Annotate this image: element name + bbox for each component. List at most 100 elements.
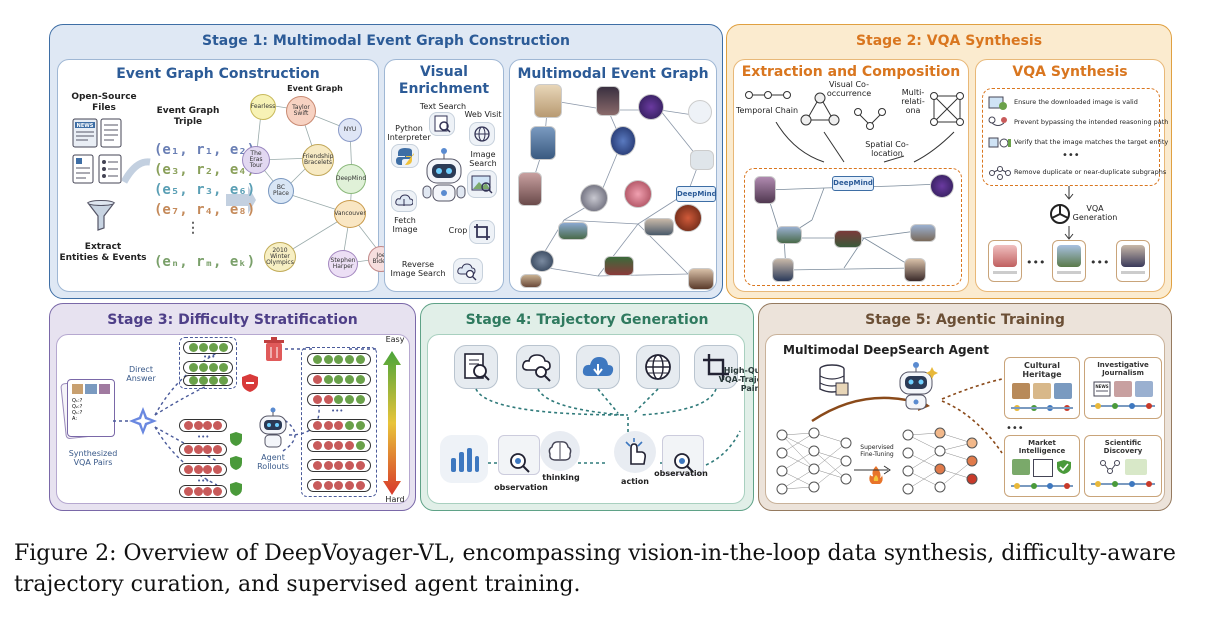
flow-arrow [226, 186, 256, 214]
python-label: Python Interpreter [387, 124, 431, 143]
mm-photo [690, 150, 714, 170]
web-visit-tool[interactable] [636, 345, 680, 389]
shield-icon [230, 482, 242, 496]
bar-chart-tile [440, 435, 488, 483]
rollout-pill [183, 375, 233, 386]
mm-photo [518, 172, 542, 206]
down-arrow [1064, 186, 1074, 200]
bar-chart-icon [451, 448, 479, 472]
check-row: Verify that the image matches the target… [988, 136, 1168, 150]
crop-icon [474, 224, 490, 240]
funnel-icon [86, 200, 116, 231]
open-source-label: Open-Source Files [71, 92, 137, 113]
graph-node: Taylor Swift [286, 96, 316, 126]
extract-label: Extract Entities & Events [59, 242, 147, 263]
mm-photo [604, 256, 634, 276]
action-label: action [621, 477, 649, 486]
card-line: Q₁:? [72, 398, 83, 404]
extraction-composition-box: Extraction and Composition Temporal Chai… [733, 59, 969, 292]
subgraph-photo [772, 258, 794, 282]
graph-node: Stephen Harper [328, 250, 358, 278]
checks-ellipsis: ••• [1062, 150, 1080, 161]
check-row: Remove duplicate or near-duplicate subgr… [988, 166, 1166, 180]
web-visit-label: Web Visit [464, 110, 502, 119]
reverse-image-search-tool[interactable] [516, 345, 560, 389]
sorted-pill [307, 419, 371, 432]
triple-2: (e₃, r₂, e₄) [154, 162, 256, 178]
stage3-panel: Stage 3: Difficulty Stratification Q₁:? … [49, 303, 416, 511]
mm-photo [638, 94, 664, 120]
text-search-tool[interactable] [429, 112, 455, 136]
graph-node: NYU [338, 118, 362, 142]
search-document-icon [434, 115, 451, 133]
triple-n: (eₙ, rₘ, eₖ) [154, 254, 256, 270]
robot-icon [422, 148, 466, 202]
vqa-synthesis-box: VQA Synthesis Ensure the downloaded imag… [975, 59, 1169, 292]
graph-node: Friendship Bracelets [302, 144, 334, 176]
composition-arrows [775, 122, 955, 163]
figure-caption: Figure 2: Overview of DeepVoyager-VL, en… [14, 541, 1176, 597]
fetch-image-tool[interactable] [576, 345, 620, 389]
triple-ellipsis: ⋮ [186, 220, 200, 236]
vqa-card [1052, 240, 1086, 282]
shield-icon [242, 374, 258, 392]
stage1-panel: Stage 1: Multimodal Event Graph Construc… [49, 24, 723, 299]
mm-photo [674, 204, 702, 232]
python-tool[interactable] [391, 144, 419, 168]
mm-photo [530, 126, 556, 160]
mm-photo [688, 268, 714, 290]
pill-ellipsis: ••• [203, 353, 216, 361]
multimodal-event-graph-box: Multimodal Event Graph DeepMind [509, 59, 717, 292]
mm-photo [534, 84, 562, 118]
check-text: Remove duplicate or near-duplicate subgr… [1014, 168, 1167, 176]
triple-label: Event Graph Triple [156, 106, 220, 127]
mm-graph-title: Multimodal Event Graph [517, 66, 709, 82]
card-line: Q₂:? [72, 404, 83, 410]
mm-photo [624, 180, 652, 208]
action-tile [614, 431, 656, 473]
text-search-tool[interactable] [454, 345, 498, 389]
rollout-pill [179, 485, 227, 498]
crop-icon [703, 354, 729, 380]
fire-icon [869, 466, 883, 484]
mm-photo [580, 184, 608, 212]
brain-icon [548, 441, 572, 461]
mm-photo [558, 222, 588, 240]
observation-icon [674, 453, 694, 473]
domain-ellipsis: ••• [1006, 423, 1024, 434]
domain-title: Cultural Heritage [1022, 361, 1062, 379]
graph-icon [1100, 460, 1120, 474]
hq-pairs-label: High-Quality VQA-Trajectory Pairs [718, 366, 786, 394]
cloud-download-icon [395, 194, 413, 206]
sft-label: Supervised Fine-Tuning [860, 444, 894, 458]
check-text: Prevent bypassing the intended reasoning… [1014, 118, 1169, 126]
rollout-pill [179, 443, 227, 456]
thinking-label: thinking [542, 473, 580, 482]
fetch-image-tool[interactable] [391, 190, 417, 212]
visual-enrichment-title: Visual Enrichment [398, 64, 490, 97]
text-search-label: Text Search [419, 102, 467, 111]
match-icon [988, 137, 1011, 148]
domain-connectors [941, 378, 1003, 454]
gemini-star-icon [129, 407, 157, 435]
triple-1: (e₁, r₁, e₂) [154, 142, 256, 158]
image-search-tool[interactable] [467, 170, 497, 198]
crop-tool[interactable] [469, 220, 495, 244]
tool-connectors [475, 388, 741, 466]
domain-card-market: Market Intelligence [1004, 435, 1080, 497]
svg-text:NEWS: NEWS [77, 123, 94, 129]
cloud-download-icon [582, 357, 614, 376]
reverse-image-search-tool[interactable] [453, 258, 483, 284]
web-visit-tool[interactable] [469, 122, 495, 146]
pill-ellipsis: ••• [197, 477, 210, 485]
cloud-search-icon [522, 354, 551, 382]
event-graph-construction-box: Event Graph Construction Open-Source Fil… [57, 59, 394, 292]
sorted-pill [307, 459, 371, 472]
subgraph-photo [754, 176, 776, 204]
cloud-search-icon [457, 263, 477, 281]
observation-icon [510, 453, 530, 473]
rollout-pill [179, 419, 227, 432]
crop-tool[interactable] [694, 345, 738, 389]
vqa-card-stack: Q₁:? Q₂:? Q₁:? A: [60, 377, 115, 440]
graph-node: The Eras Tour [242, 146, 270, 174]
